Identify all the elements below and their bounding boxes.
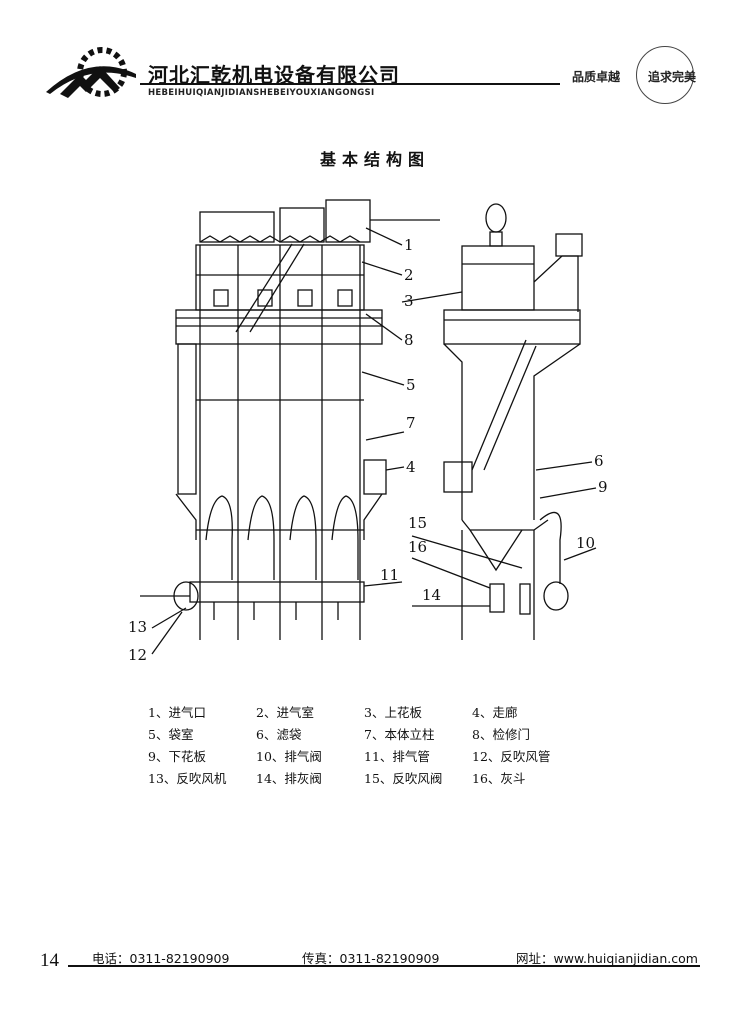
legend-item: 9、下花板	[148, 748, 206, 764]
legend-item: 4、走廊	[472, 704, 518, 720]
callout-label: 4	[406, 458, 416, 476]
legend-item: 7、本体立柱	[364, 726, 435, 742]
legend-item: 12、反吹风管	[472, 748, 551, 764]
slogan-left: 品质卓越	[572, 70, 621, 84]
callout-label: 9	[598, 478, 608, 496]
blower-fan	[173, 581, 199, 611]
walkway	[175, 309, 383, 345]
legend-item: 2、进气室	[256, 704, 314, 720]
footer-divider	[68, 965, 700, 967]
callout-label: 2	[404, 266, 414, 284]
slogan-seal	[636, 46, 694, 104]
page-title: 基本结构图	[319, 150, 430, 169]
legend-item: 1、进气口	[148, 704, 206, 720]
legend-item: 13、反吹风机	[148, 770, 227, 786]
callout-label: 5	[406, 376, 416, 394]
legend-item: 10、排气阀	[256, 748, 322, 764]
callout-label: 6	[594, 452, 604, 470]
callout-label: 8	[404, 331, 414, 349]
legend-item: 5、袋室	[148, 726, 194, 742]
legend-item: 3、上花板	[364, 704, 422, 720]
footer-website: 网址：www.huiqianjidian.com	[516, 951, 698, 966]
legend-item: 11、排气管	[364, 748, 430, 764]
callout-label: 11	[380, 566, 399, 584]
page-number: 14	[40, 950, 59, 971]
structure-diagram: 1 2 3 8 5 7 4 6 9 10 11 13 12 15 16 14	[128, 199, 608, 664]
callout-label: 10	[576, 534, 595, 552]
legend-item: 6、滤袋	[256, 726, 302, 742]
slogan-right: 追求完美	[648, 70, 697, 84]
callout-labels: 1 2 3 8 5 7 4 6 9 10 11 13 12 15 16 14	[128, 236, 608, 664]
exhaust-pipe	[189, 581, 365, 603]
legend-row: 9、下花板 10、排气阀 11、排气管 12、反吹风管	[148, 744, 628, 766]
footer-phone: 电话：0311-82190909	[92, 951, 230, 966]
company-logo-gear-icon	[46, 47, 136, 98]
callout-label: 7	[406, 414, 416, 432]
legend-item: 15、反吹风阀	[364, 770, 443, 786]
company-name-en: HEBEIHUIQIANJIDIANSHEBEIYOUXIANGONGSI	[148, 88, 375, 98]
callout-label: 15	[408, 514, 427, 532]
legend-item: 14、排灰阀	[256, 770, 322, 786]
callout-label: 14	[422, 586, 441, 604]
side-walkway	[443, 309, 581, 345]
legend-item: 16、灰斗	[472, 770, 526, 786]
legend: 1、进气口 2、进气室 3、上花板 4、走廊 5、袋室 6、滤袋 7、本体立柱 …	[148, 700, 628, 788]
callout-label: 1	[404, 236, 414, 254]
legend-row: 1、进气口 2、进气室 3、上花板 4、走廊	[148, 700, 628, 722]
legend-row: 5、袋室 6、滤袋 7、本体立柱 8、检修门	[148, 722, 628, 744]
callout-label: 3	[404, 292, 414, 310]
callout-label: 16	[408, 538, 427, 556]
header-divider	[140, 83, 560, 85]
legend-row: 13、反吹风机 14、排灰阀 15、反吹风阀 16、灰斗	[148, 766, 628, 788]
side-inlet-chamber	[461, 245, 535, 311]
callout-label: 12	[128, 646, 147, 664]
callout-label: 13	[128, 618, 147, 636]
footer-fax: 传真：0311-82190909	[302, 951, 440, 966]
legend-item: 8、检修门	[472, 726, 530, 742]
inlet-duct-top	[199, 199, 440, 243]
